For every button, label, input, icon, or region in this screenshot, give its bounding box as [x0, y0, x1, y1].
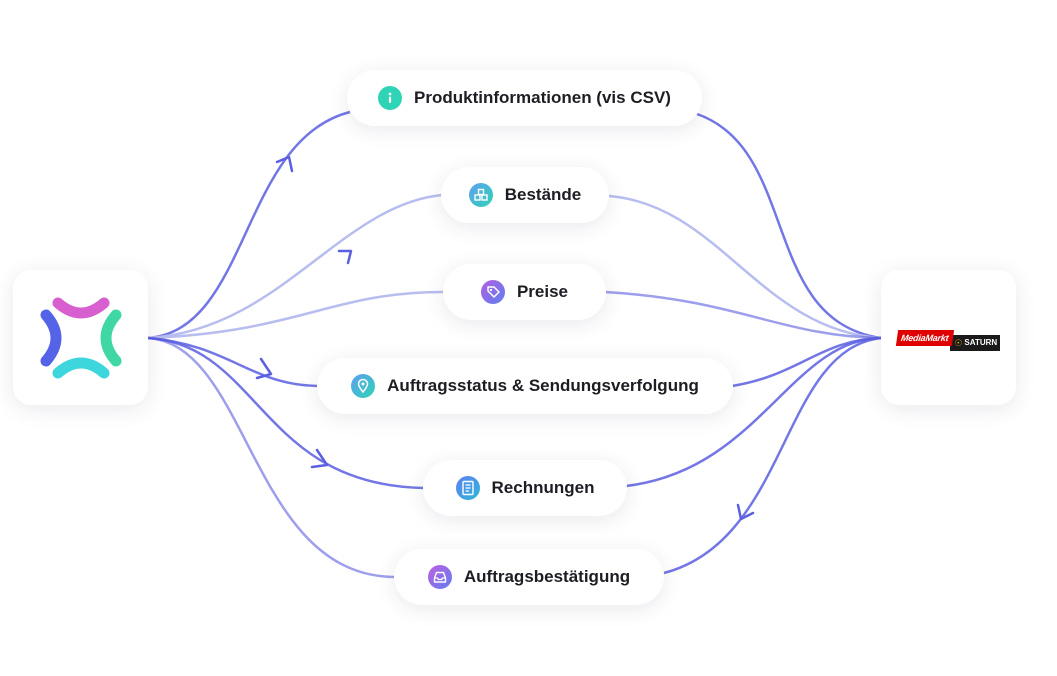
saturn-planet-icon: ☉	[954, 337, 963, 348]
flow-pill-auftragsstatus: Auftragsstatus & Sendungsverfolgung	[317, 358, 733, 414]
target-system-card: MediaMarkt ☉ SATURN	[881, 270, 1016, 405]
info-icon	[378, 86, 403, 110]
flow-line-bestaende-left	[147, 193, 443, 340]
x-shaped-logo-icon	[40, 297, 121, 378]
flow-arrow-auftragsbestaetigung	[736, 503, 755, 521]
flow-arrow-bestaende	[337, 249, 353, 265]
location-pin-icon	[351, 374, 376, 398]
flow-arrow-auftragsstatus	[255, 357, 273, 380]
inbox-tray-icon	[427, 565, 452, 589]
flow-pill-rechnungen: Rechnungen	[423, 460, 627, 516]
flow-line-rechnungen-right	[625, 336, 882, 488]
flow-pill-produktinformationen: Produktinformationen (vis CSV)	[347, 70, 702, 126]
mediamarkt-wordmark: MediaMarkt	[895, 329, 954, 346]
flow-label: Auftragsstatus & Sendungsverfolgung	[387, 376, 699, 395]
saturn-badge: ☉ SATURN	[950, 334, 1001, 351]
inventory-boxes-icon	[468, 183, 493, 207]
flow-arrow-produktinformationen	[275, 155, 294, 173]
flow-line-rechnungen-left	[147, 336, 425, 490]
flow-label: Bestände	[504, 185, 582, 204]
flow-arrow-rechnungen	[310, 448, 329, 469]
flow-line-bestaende-right	[608, 194, 882, 340]
flow-line-preise-right	[604, 290, 882, 340]
flow-pill-bestaende: Bestände	[441, 167, 609, 223]
flow-label: Preise	[516, 282, 569, 301]
mediamarkt-saturn-logo: MediaMarkt ☉ SATURN	[895, 325, 1001, 351]
flow-line-produktinformationen-right	[696, 112, 882, 340]
price-tag-icon	[480, 280, 505, 304]
saturn-wordmark: SATURN	[964, 337, 998, 347]
flow-pill-auftragsbestaetigung: Auftragsbestätigung	[394, 549, 664, 605]
flow-pill-preise: Preise	[443, 264, 606, 320]
flow-line-auftragsbestaetigung-left	[147, 336, 395, 579]
invoice-document-icon	[455, 476, 480, 500]
flow-label: Auftragsbestätigung	[463, 567, 631, 586]
source-system-card	[13, 270, 148, 405]
flow-line-preise-left	[147, 290, 445, 340]
flow-label: Produktinformationen (vis CSV)	[414, 88, 671, 107]
flow-line-auftragsbestaetigung-right	[663, 336, 882, 575]
flow-line-produktinformationen-left	[147, 110, 351, 340]
flow-label: Rechnungen	[491, 478, 595, 497]
